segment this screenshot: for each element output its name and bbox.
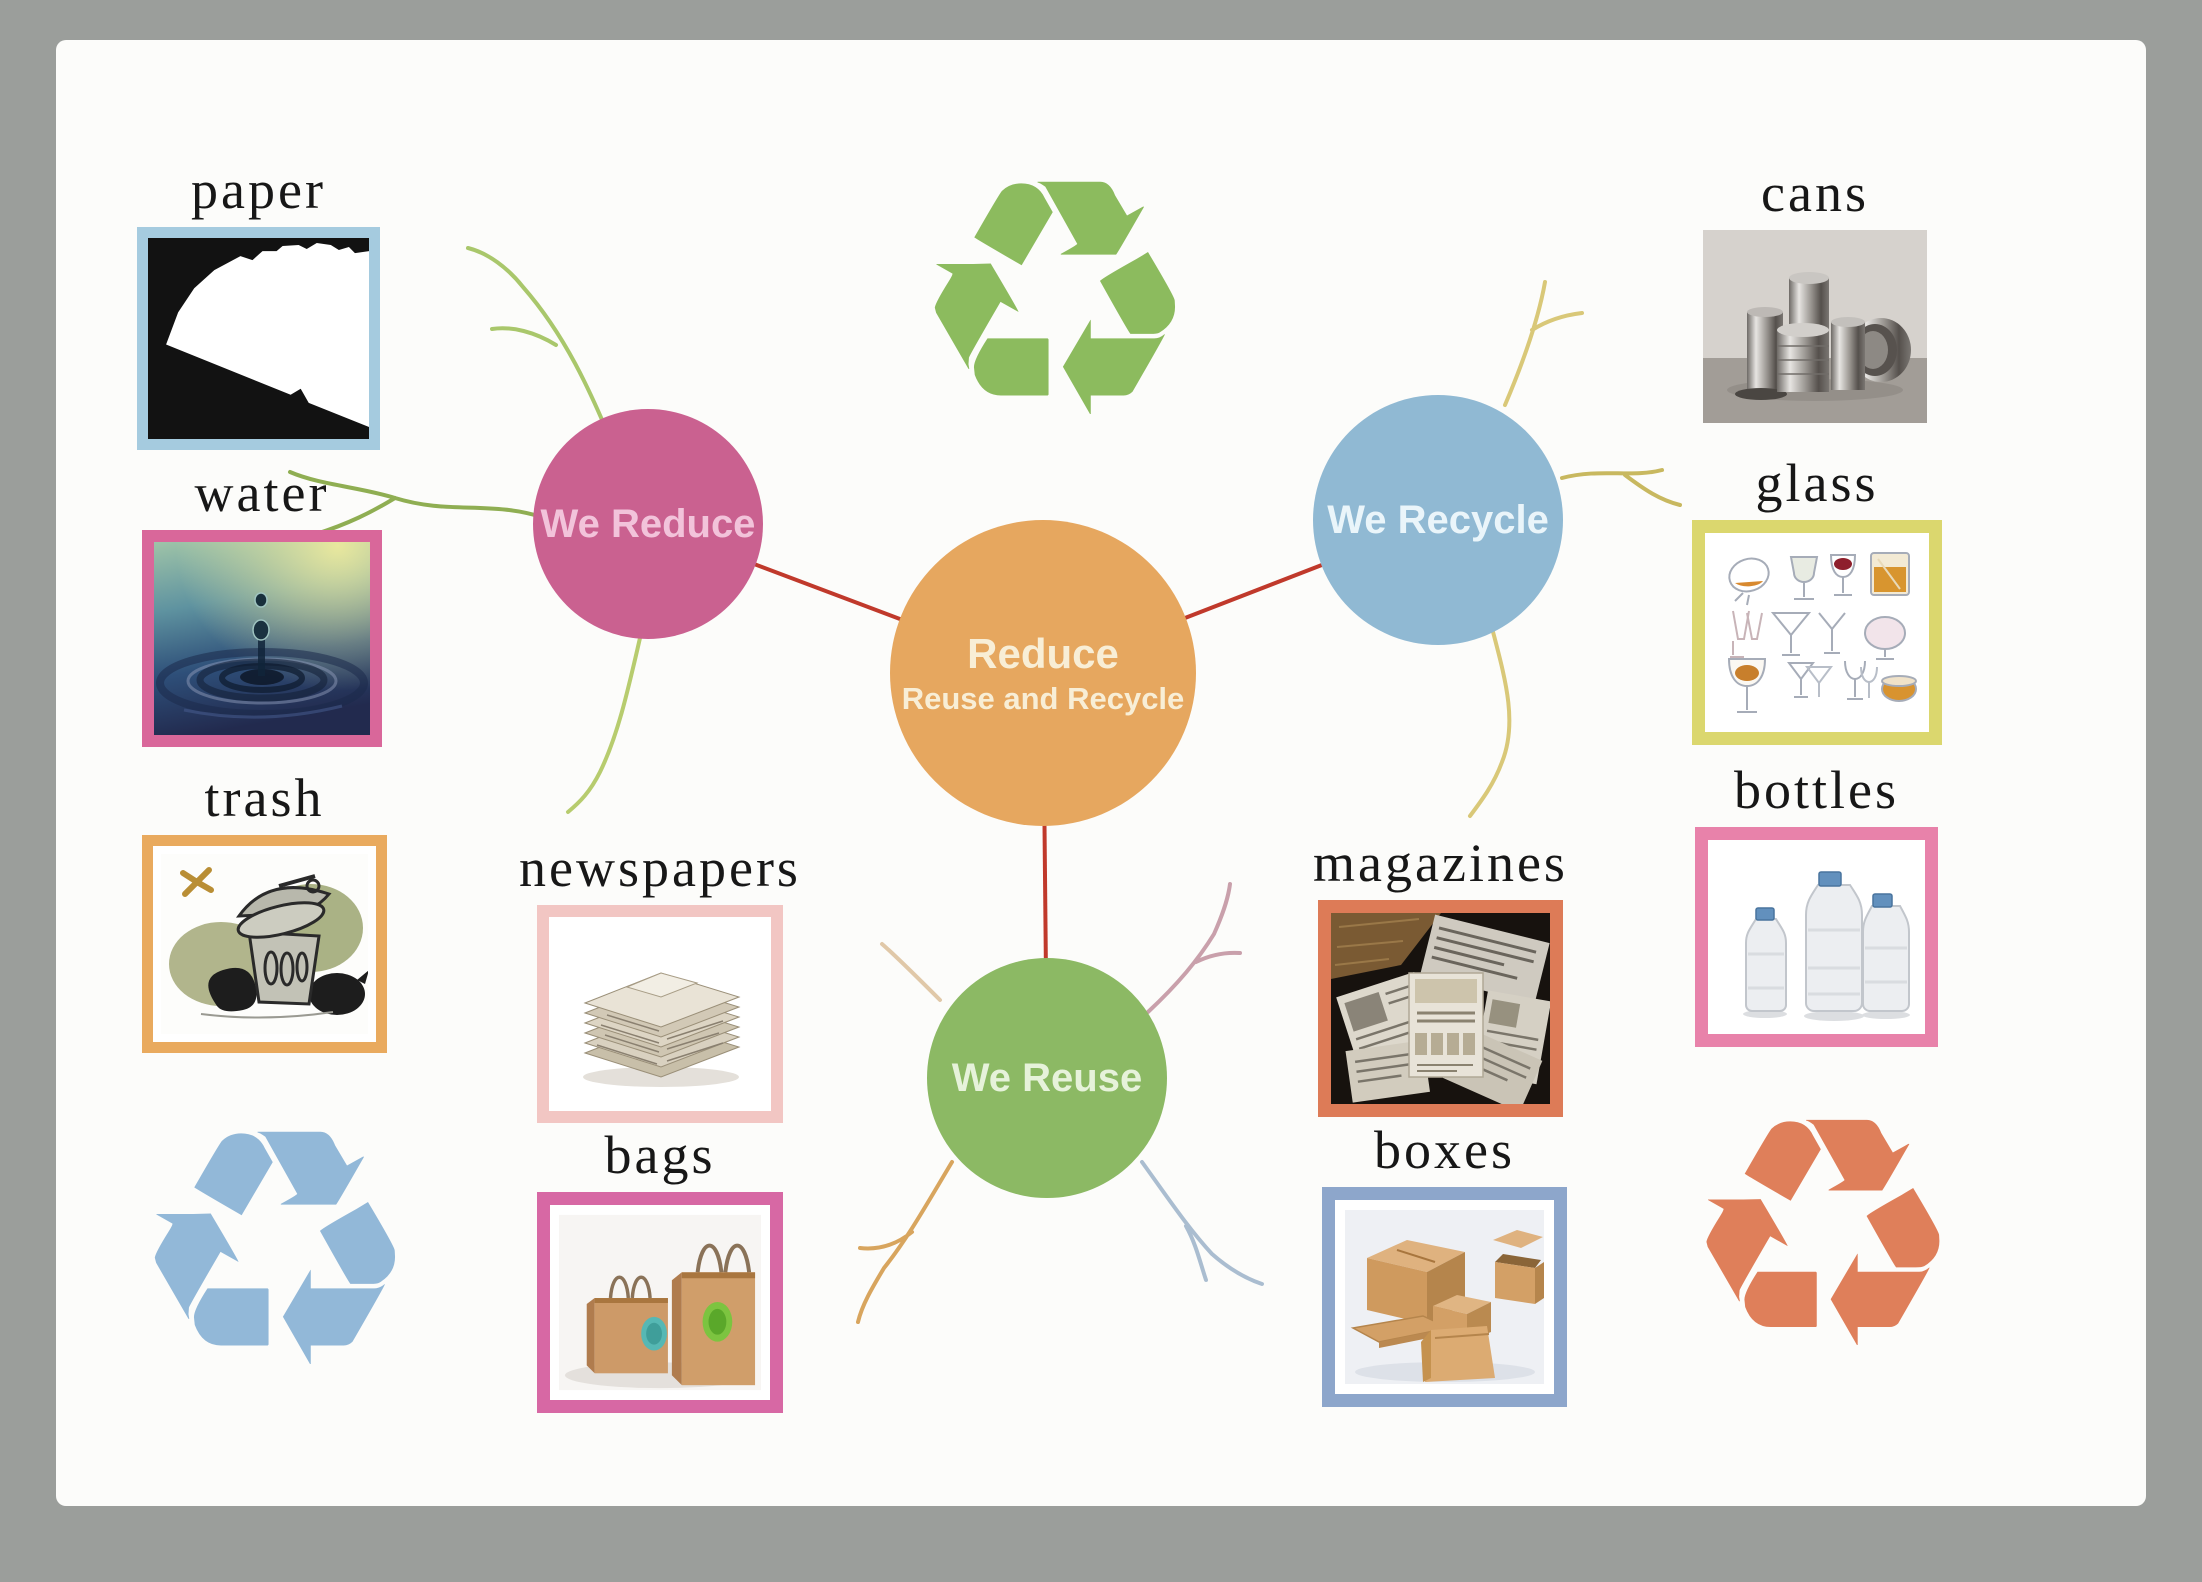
card-paper-label: paper	[191, 160, 326, 220]
node-we-recycle-label: We Recycle	[1327, 497, 1549, 542]
card-bottles: bottles	[1695, 763, 1938, 1047]
card-trash-label: trash	[204, 768, 325, 828]
card-magazines: magazines	[1313, 836, 1565, 1117]
recycle-symbol-orange: ♻	[1679, 1049, 1967, 1421]
boxes-photo	[1322, 1187, 1567, 1407]
bags-illustration	[559, 1214, 761, 1391]
node-we-recycle: We Recycle	[1313, 395, 1563, 645]
recycle-symbol-green: ♻	[907, 108, 1203, 492]
card-glass-label: glass	[1755, 453, 1879, 513]
center-node-title: Reduce	[967, 630, 1119, 678]
card-bags: bags	[537, 1128, 783, 1413]
card-bags-label: bags	[604, 1125, 716, 1185]
water-illustration	[154, 542, 370, 735]
node-we-reduce-label: We Reduce	[540, 501, 756, 546]
center-node-subtitle: Reuse and Recycle	[901, 680, 1185, 716]
card-newspapers: newspapers	[519, 841, 798, 1123]
card-newspapers-label: newspapers	[519, 838, 801, 898]
card-water-label: water	[194, 463, 330, 523]
water-photo	[142, 530, 382, 747]
cans-illustration	[1703, 230, 1927, 423]
node-we-reuse-label: We Reuse	[951, 1055, 1143, 1100]
card-cans-label: cans	[1761, 163, 1869, 223]
card-boxes: boxes	[1322, 1123, 1567, 1407]
glass-illustration	[1713, 541, 1921, 724]
bottles-illustration	[1718, 850, 1915, 1024]
card-boxes-label: boxes	[1374, 1120, 1515, 1180]
paper-photo	[137, 227, 380, 450]
glass-photo	[1692, 520, 1942, 745]
card-bottles-label: bottles	[1734, 760, 1899, 820]
node-we-reuse: We Reuse	[927, 958, 1167, 1198]
cans-photo	[1703, 230, 1927, 423]
card-glass: glass	[1692, 456, 1942, 745]
card-magazines-label: magazines	[1313, 833, 1568, 893]
bags-photo	[537, 1192, 783, 1413]
card-cans: cans	[1703, 166, 1927, 423]
magazines-photo	[1318, 900, 1563, 1117]
card-paper: paper	[137, 163, 380, 450]
boxes-illustration	[1345, 1210, 1544, 1384]
center-node: Reduce Reuse and Recycle	[890, 520, 1196, 826]
node-we-reduce: We Reduce	[533, 409, 763, 639]
card-water: water	[142, 466, 382, 747]
trash-photo	[142, 835, 387, 1053]
bottles-photo	[1695, 827, 1938, 1047]
paper-illustration	[148, 238, 369, 439]
recycle-symbol-blue: ♻	[127, 1058, 423, 1442]
newspapers-photo	[537, 905, 783, 1123]
newspapers-illustration	[557, 925, 763, 1103]
magazines-illustration	[1331, 913, 1550, 1104]
card-trash: trash	[142, 771, 387, 1053]
trash-illustration	[161, 854, 368, 1034]
